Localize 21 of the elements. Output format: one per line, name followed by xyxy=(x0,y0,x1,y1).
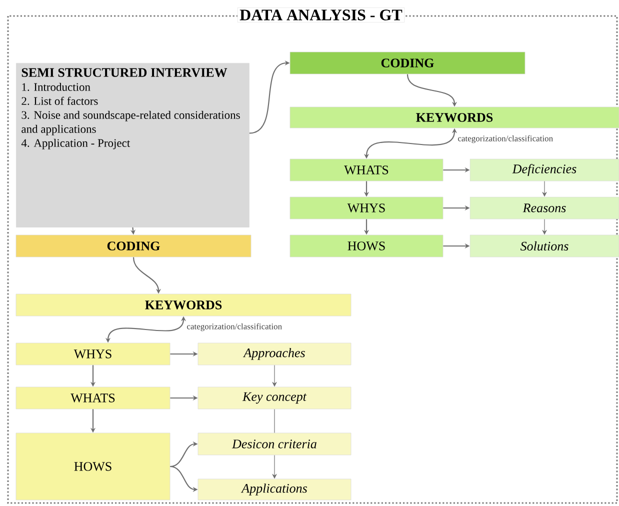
result-box: Desicon criteria xyxy=(198,432,352,456)
heading-box: KEYWORDS xyxy=(290,106,619,128)
heading-box: CODING xyxy=(16,234,252,258)
result-box: Reasons xyxy=(470,196,619,220)
category-box: WHYS xyxy=(16,342,170,366)
result-box: Solutions xyxy=(470,234,619,258)
title: DATA ANALYSIS - GT xyxy=(237,7,405,23)
interview-box: SEMI STRUCTURED INTERVIEW 1. Introduction 2. List of factors 3. Noise and soundscape-related considerations and applications 4. Application - Project xyxy=(16,63,250,228)
result-box: Applications xyxy=(198,478,352,500)
edge-label: categorization/classification xyxy=(187,323,282,332)
heading-box: CODING xyxy=(290,52,526,74)
category-box: WHYS xyxy=(290,196,444,220)
category-box: WHATS xyxy=(16,386,170,410)
edge-label: categorization/classification xyxy=(458,135,553,144)
result-box: Approaches xyxy=(198,342,352,366)
result-box: Key concept xyxy=(198,386,352,410)
category-box: HOWS xyxy=(16,432,170,500)
heading-box: KEYWORDS xyxy=(16,294,352,316)
category-box: HOWS xyxy=(290,234,444,258)
result-box: Deficiencies xyxy=(470,158,619,182)
category-box: WHATS xyxy=(290,158,444,182)
